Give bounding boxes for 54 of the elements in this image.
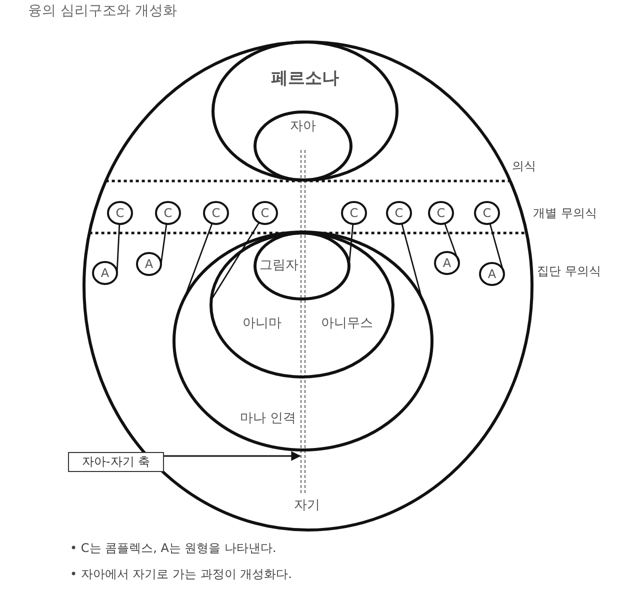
- persona-ellipse: [213, 42, 397, 180]
- archetype-circle: [480, 263, 504, 285]
- connector-line: [444, 223, 460, 264]
- node-label: C: [164, 206, 172, 220]
- level-label: 집단 무의식: [537, 263, 601, 280]
- anima-animus-ellipse: [211, 233, 393, 377]
- level-label: 개별 무의식: [533, 205, 597, 222]
- mana-personality-ellipse: [174, 232, 432, 450]
- node-label: 마나 인격: [240, 410, 296, 427]
- complex-circle: [387, 202, 411, 224]
- node-label: C: [260, 206, 270, 220]
- complex-circle: [475, 202, 499, 224]
- connector-line: [184, 223, 213, 298]
- node-label: C: [212, 206, 220, 220]
- complex-circle: [156, 202, 180, 224]
- node-label: A: [488, 267, 496, 281]
- node-label: C: [482, 206, 492, 220]
- connector-line: [401, 224, 423, 299]
- axis-line: [300, 150, 306, 494]
- node-label: 자아-자기 축: [82, 454, 150, 470]
- note-text: • C는 콤플렉스, A는 원형을 나타낸다.: [70, 540, 276, 557]
- node-label: A: [100, 266, 110, 280]
- complex-circle: [253, 202, 277, 224]
- shadow-ellipse: [255, 233, 349, 299]
- complex-circle: [429, 202, 453, 224]
- note-text: • 자아에서 자기로 가는 과정이 개성화다.: [70, 566, 292, 583]
- connector-line: [489, 223, 505, 274]
- node-label: C: [436, 206, 446, 220]
- node-label: C: [116, 206, 124, 220]
- node-label: A: [144, 257, 154, 271]
- node-label: 페르소나: [271, 68, 339, 90]
- connector-line: [348, 224, 354, 266]
- node-label: 아니무스: [321, 315, 373, 332]
- connector-line: [160, 224, 168, 264]
- axis-label-box: [68, 452, 164, 472]
- ego-ellipse: [255, 112, 351, 180]
- complex-circle: [108, 202, 132, 224]
- arrow: [164, 451, 301, 461]
- diagram-title: 융의 심리구조와 개성화: [28, 2, 177, 20]
- node-label: 아니마: [242, 315, 282, 332]
- node-label: 자기: [294, 497, 320, 514]
- complex-circle: [342, 202, 366, 224]
- node-label: 자아: [290, 118, 316, 135]
- archetype-circle: [435, 252, 459, 274]
- archetype-circle: [137, 253, 161, 275]
- complex-circle: [204, 202, 228, 224]
- connector-line: [210, 222, 260, 300]
- connector-line: [116, 224, 120, 274]
- level-label: 의식: [512, 158, 536, 175]
- archetype-circle: [93, 262, 117, 284]
- node-label: A: [442, 256, 452, 270]
- node-label: C: [394, 206, 404, 220]
- node-label: C: [350, 206, 358, 220]
- node-label: 그림자: [258, 256, 300, 274]
